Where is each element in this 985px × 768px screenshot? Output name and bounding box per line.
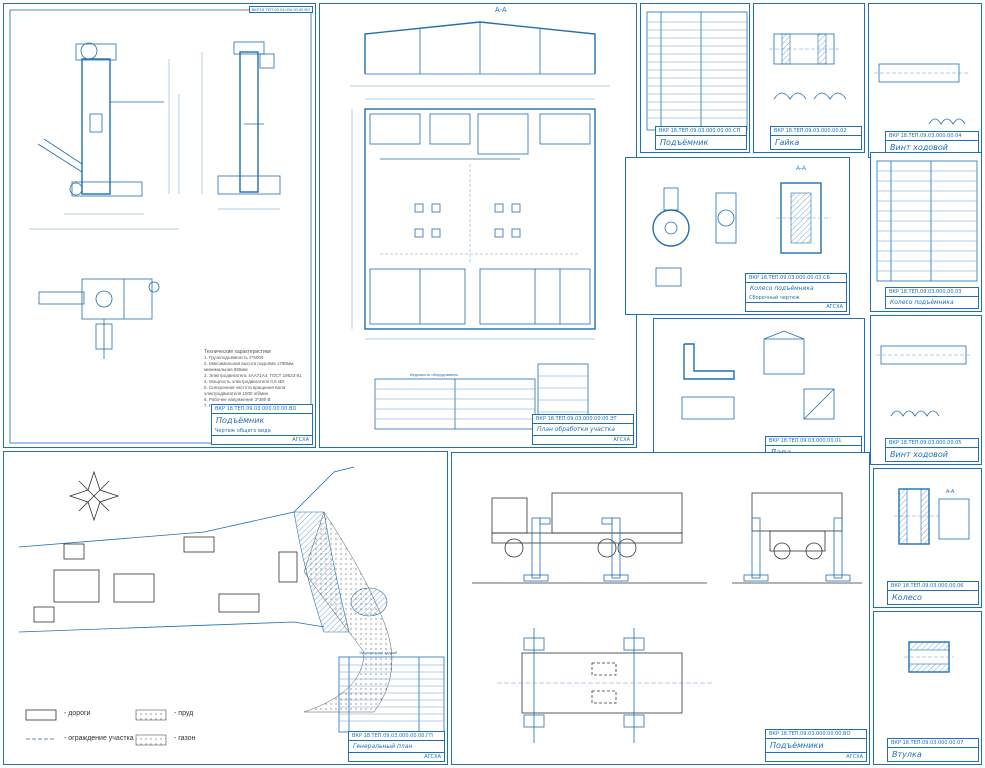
notes-title: Технические характеристики: [204, 349, 271, 355]
drawing-code: ВКР 18.ТЕП.09.03.000.00.00.ВО: [212, 405, 312, 414]
title-block: ВКР 18.ТЕП.09.03.000.00.00.ВО Подъёмник …: [211, 404, 313, 445]
legend-fence: - ограждение участка: [64, 735, 134, 742]
legend-lawn: - газон: [174, 735, 196, 742]
drawing-name: Втулка: [892, 750, 922, 759]
sheet-building-plan: А-А Ведомость оборудования ВКР 18.ТЕП.09…: [319, 3, 637, 448]
drawing-code: ВКР 18.ТЕП.09.03.000.00.03: [886, 288, 978, 297]
note-5: 5. Синхронная частота вращения вала элек…: [204, 385, 286, 396]
sheet-lifts-truck: ВКР 18.ТЕП.09.03.000.00.00.ВО Подъёмники…: [451, 452, 870, 765]
drawing-code: ВКР 18.ТЕП.09.03.000.00.01: [766, 437, 861, 446]
drawing-code: ВКР 18.ТЕП.09.03.000.00.03.СБ: [746, 274, 846, 283]
title-block: ВКР 18.ТЕП.09.03.000.00.00.ВО Подъёмники…: [765, 729, 867, 762]
paw-drawing: [681, 330, 835, 420]
sheet-wheel-assembly: А-А ВКР 18.ТЕП.09.03.000.00.03.СБ Колесо…: [625, 157, 850, 315]
note-4: 4. Мощность электродвигателя 0,5 кВт: [204, 379, 285, 384]
equipment-table-title: Ведомость оборудования: [410, 372, 458, 377]
drawing-subname: Сборочный чертеж: [749, 295, 800, 301]
title-block: ВКР 18.ТЕП.09.03.000.00.06 Колесо: [887, 581, 979, 605]
note-2: 2. Максимальная высота подъёма 1780мм, м…: [204, 361, 295, 372]
section-label: А-А: [796, 166, 807, 172]
drawing-code: ВКР 18.ТЕП.09.03.000.00.02: [771, 127, 861, 136]
spec2-table: [876, 160, 978, 282]
drawing-name: Подъёмник: [660, 138, 709, 147]
nut-drawing: [769, 33, 847, 100]
drawing-org: АГСХА: [533, 435, 633, 444]
compass-rose: [68, 470, 120, 522]
sheet-bushing: ВКР 18.ТЕП.09.03.000.00.07 Втулка: [873, 611, 982, 765]
sheet-general-plan: - дороги - ограждение участка - пруд - г…: [3, 451, 448, 765]
title-block: ВКР 18.ТЕП.09.03.000.00.00.ЭТ План обраб…: [532, 414, 634, 445]
tech-notes: Технические характеристики 1. Грузоподъё…: [204, 349, 309, 409]
bushing-drawing: [904, 641, 954, 673]
drawing-code: ВКР 18.ТЕП.09.03.000.00.07: [888, 739, 978, 748]
drawing-code: ВКР 18.ТЕП.09.03.000.00.06: [888, 582, 978, 591]
wheel-drawing: [894, 488, 970, 545]
section-label: А-А: [495, 7, 507, 14]
sheet-lift-general-view: ВКР.18.ТЕП.09.03.000.00.00.ВО Технически…: [3, 3, 316, 448]
drawing-name: Винт ходовой: [890, 450, 948, 459]
genplan-drawing: [18, 466, 445, 746]
drawing-code: ВКР 18.ТЕП.09.03.000.00.05: [886, 439, 978, 448]
drawing-code: ВКР 18.ТЕП.09.03.000.00.00.ЭТ: [533, 415, 633, 424]
section-label: А-А: [946, 489, 955, 495]
lifts-truck-drawing: [472, 492, 862, 743]
legend-pond: - пруд: [174, 710, 194, 717]
drawing-code: ВКР 18.ТЕП.09.03.000.00.00.ВО: [766, 730, 866, 739]
wheel-assembly-drawing: [652, 182, 831, 287]
title-block: ВКР 18.ТЕП.09.03.000.00.00.ГП Генеральны…: [348, 731, 445, 762]
title-block: ВКР 18.ТЕП.09.03.000.00.00.СП Подъёмник: [655, 126, 747, 150]
explication-title: Экспликация зданий: [359, 650, 398, 655]
sheet-specification-2: ВКР 18.ТЕП.09.03.000.00.03 Колесо подъём…: [870, 152, 982, 312]
grid-axes: [351, 98, 595, 340]
drawing-name: Генеральный план: [353, 743, 413, 750]
title-block: ВКР 18.ТЕП.09.03.000.00.07 Втулка: [887, 738, 979, 762]
drawing-code: ВКР 18.ТЕП.09.03.000.00.00.ГП: [349, 732, 444, 741]
sheet-nut: ВКР 18.ТЕП.09.03.000.00.02 Гайка: [753, 3, 865, 153]
drawing-name: Колесо подъёмника: [750, 285, 814, 292]
drawing-code: ВКР 18.ТЕП.09.03.000.00.00.СП: [656, 127, 746, 136]
building-drawing: [350, 21, 610, 430]
sheet-tag: ВКР.18.ТЕП.09.03.000.00.00.ВО: [248, 6, 313, 13]
sheet-wheel: А-А ВКР 18.ТЕП.09.03.000.00.06 Колесо: [873, 468, 982, 608]
drawing-code: ВКР 18.ТЕП.09.03.000.00.04: [886, 132, 978, 141]
note-3: 3. Электродвигатель 4АА71А4, ГОСТ 19523-…: [204, 373, 302, 378]
drawing-name: Колесо подъёмника: [890, 299, 954, 306]
drawing-org: АГСХА: [212, 435, 312, 444]
drawing-org: АГСХА: [349, 752, 444, 761]
title-block: ВКР 18.ТЕП.09.03.000.00.05 Винт ходовой: [885, 438, 979, 462]
sheet-specification: ВКР 18.ТЕП.09.03.000.00.00.СП Подъёмник: [640, 3, 750, 153]
drawing-org: АГСХА: [746, 302, 846, 311]
sheet-lead-screw-2: ВКР 18.ТЕП.09.03.000.00.05 Винт ходовой: [870, 315, 982, 465]
note-1: 1. Грузоподъёмность 2*5000: [204, 355, 264, 360]
note-6: 6. Рабочее напряжение 3*380 В: [204, 397, 271, 402]
drawing-name: План обработки участка: [537, 426, 615, 433]
sheet-paw: ВКР 18.ТЕП.09.03.000.00.01 Лапа: [653, 318, 865, 463]
title-block: ВКР 18.ТЕП.09.03.000.00.04 Винт ходовой: [885, 131, 979, 155]
sheet-lead-screw-1: ВКР 18.ТЕП.09.03.000.00.04 Винт ходовой: [868, 3, 982, 158]
screw-drawing: [874, 63, 969, 125]
drawing-name: Гайка: [775, 138, 800, 147]
drawing-subname: Чертеж общего вида: [215, 428, 271, 434]
drawing-name: Подъёмники: [770, 741, 824, 750]
lift-drawing: [9, 9, 312, 444]
legend-road: - дороги: [64, 710, 91, 717]
drawing-name: Подъёмник: [216, 416, 265, 425]
title-block: ВКР 18.ТЕП.09.03.000.00.02 Гайка: [770, 126, 862, 150]
drawing-name: Винт ходовой: [890, 143, 948, 152]
title-block: ВКР 18.ТЕП.09.03.000.00.03 Колесо подъём…: [885, 287, 979, 309]
screw2-drawing: [876, 345, 971, 417]
drawing-name: Колесо: [892, 593, 922, 602]
title-block: ВКР 18.ТЕП.09.03.000.00.03.СБ Колесо под…: [745, 273, 847, 312]
drawing-org: АГСХА: [766, 752, 866, 761]
